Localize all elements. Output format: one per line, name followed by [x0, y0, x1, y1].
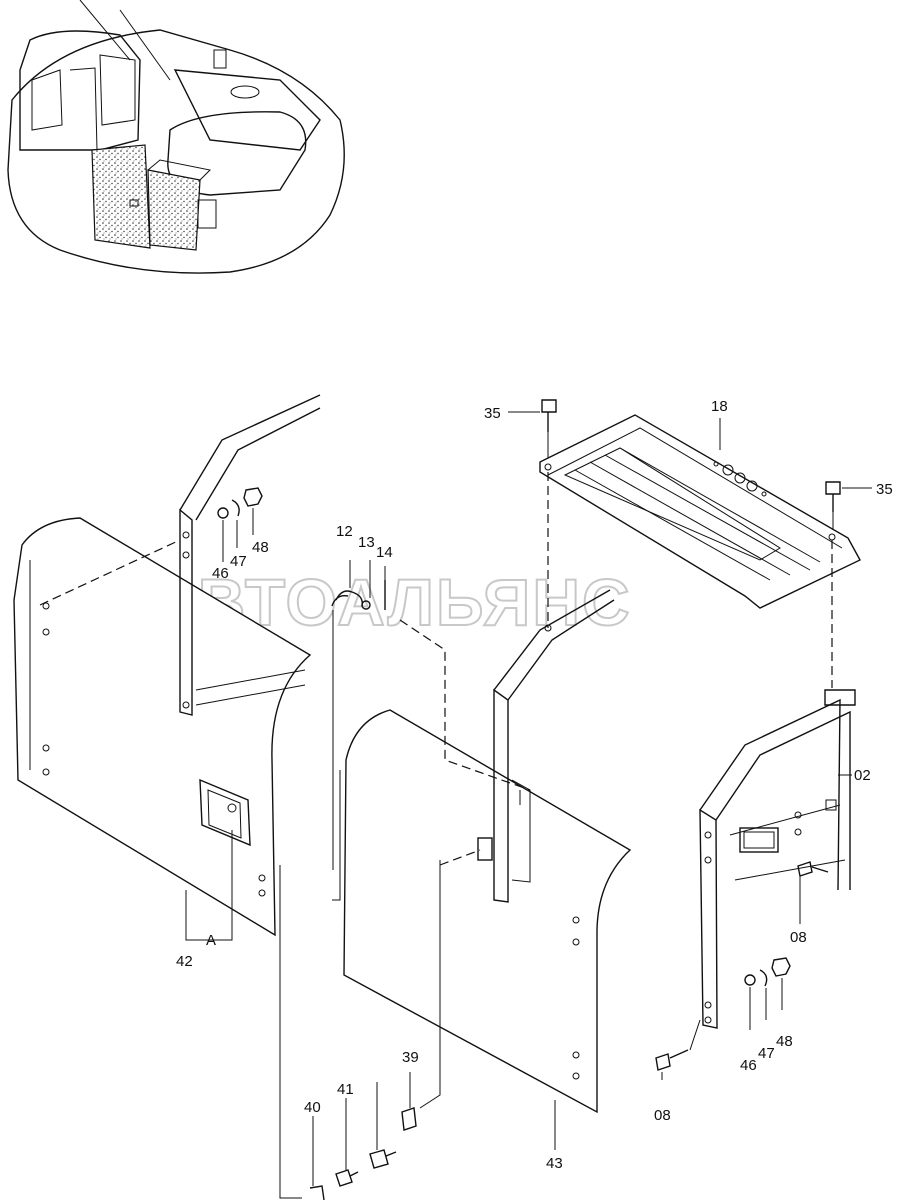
center-door-assembly — [331, 560, 632, 1114]
callout-48-left: 48 — [252, 539, 269, 556]
callout-35-left: 35 — [484, 405, 501, 422]
right-bracket-assembly — [655, 689, 856, 1080]
louver-plate-assembly — [508, 399, 872, 688]
callout-18: 18 — [711, 398, 728, 415]
callout-08-lower: 08 — [654, 1107, 671, 1124]
callout-43: 43 — [546, 1155, 563, 1172]
bottom-fasteners — [279, 860, 556, 1200]
callout-42: 42 — [176, 953, 193, 970]
callout-14: 14 — [376, 544, 393, 561]
callout-41: 41 — [337, 1081, 354, 1098]
callout-40: 40 — [304, 1099, 321, 1116]
callout-labels: 02 08 08 12 13 14 18 35 35 39 40 41 41 4… — [176, 398, 893, 1172]
machine-overview — [7, 0, 345, 274]
callout-47-right: 47 — [758, 1045, 775, 1062]
callout-12: 12 — [336, 523, 353, 540]
callout-48-right: 48 — [776, 1033, 793, 1050]
callout-39: 39 — [402, 1049, 419, 1066]
callout-02: 02 — [854, 767, 871, 784]
callout-13: 13 — [358, 534, 375, 551]
callout-08-upper: 08 — [790, 929, 807, 946]
callout-35-right: 35 — [876, 481, 893, 498]
view-a-label: A — [206, 932, 216, 949]
callout-46-right: 46 — [740, 1057, 757, 1074]
callout-46-left: 46 — [212, 565, 229, 582]
left-door-assembly — [13, 394, 321, 941]
callout-47-left: 47 — [230, 553, 247, 570]
